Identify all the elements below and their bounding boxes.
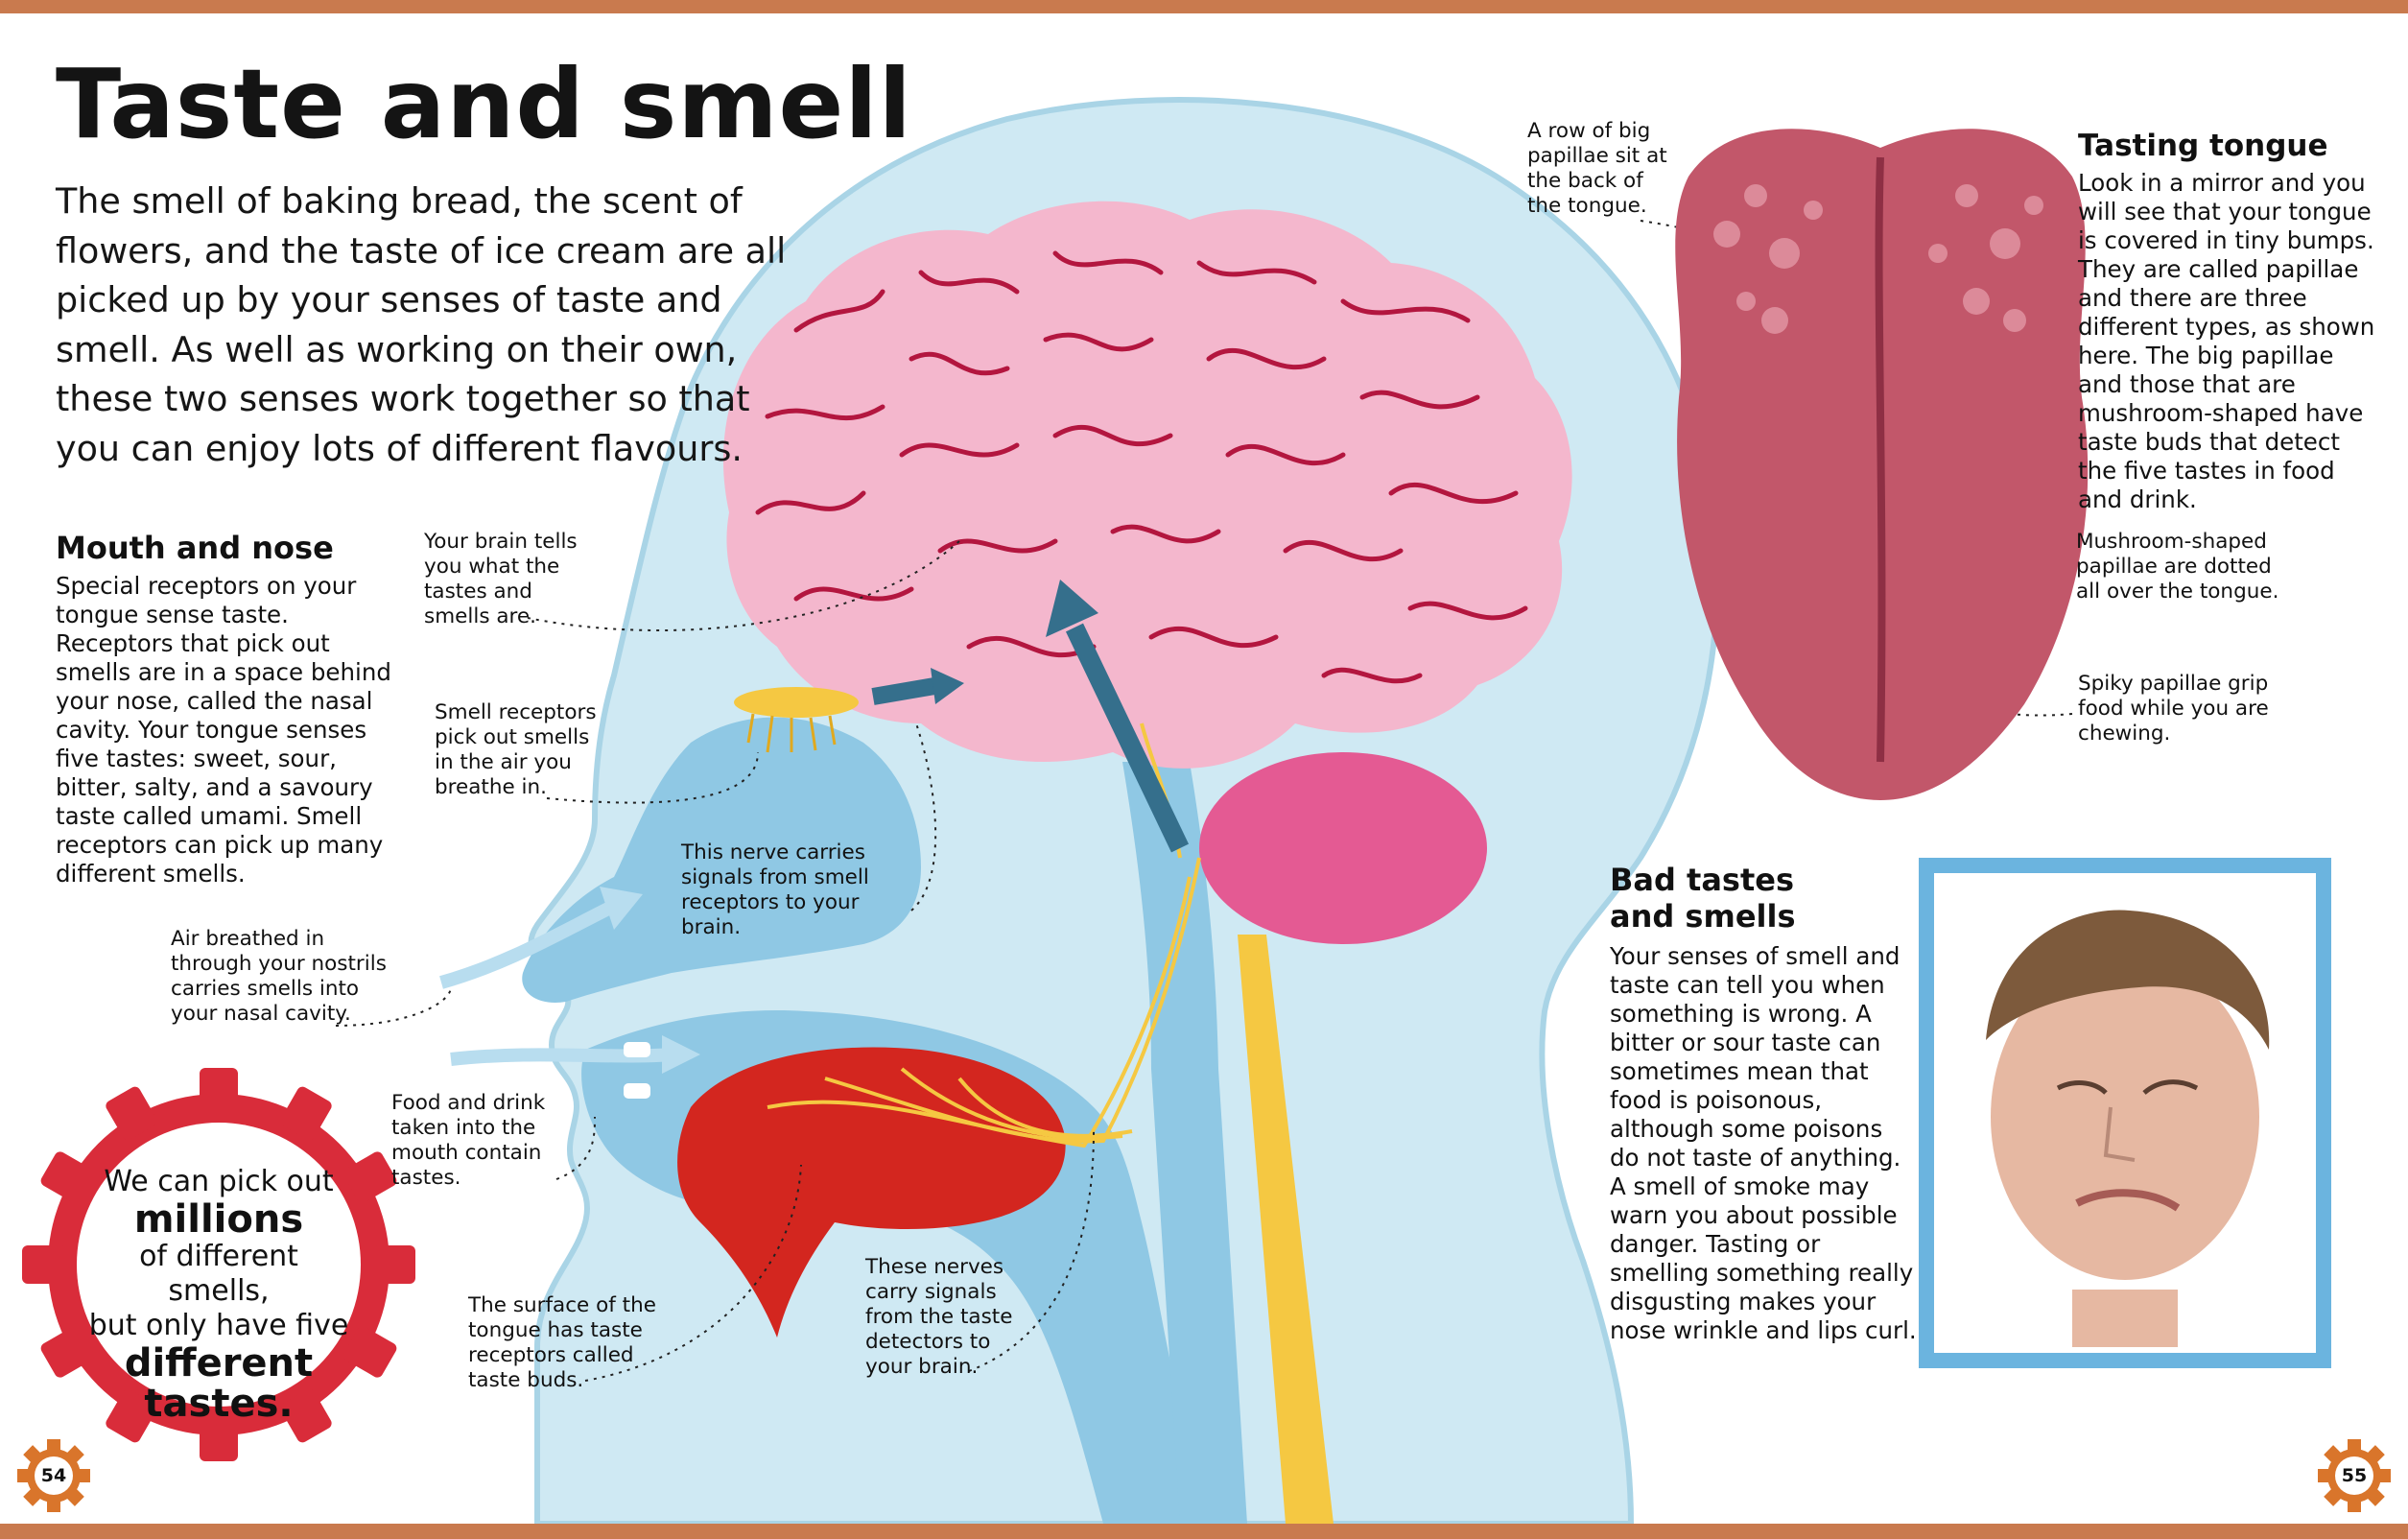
fact-badge-line4: but only have five (88, 1309, 349, 1342)
throat (1122, 762, 1247, 1524)
head-cross-section-illustration (17, 97, 2391, 1524)
callout-food: Food and drink taken into the mouth cont… (391, 1091, 546, 1190)
page-number-right: 55 (2341, 1465, 2368, 1486)
taste-nerves (767, 722, 1201, 1148)
book-spread: Taste and smell The smell of baking brea… (0, 13, 2408, 1524)
spinal-cord (1238, 935, 1334, 1524)
smell-signal-arrow (871, 676, 942, 705)
callout-brain: Your brain tells you what the tastes and… (424, 530, 578, 628)
brain-signal-arrow (1065, 623, 1190, 853)
fact-badge-line1: We can pick out (104, 1165, 334, 1198)
fact-badge-line2: millions (133, 1197, 304, 1242)
callout-air: Air breathed in through your nostrils ca… (171, 927, 387, 1026)
callout-big-papillae: A row of big papillae sit at the back of… (1527, 119, 1667, 218)
fact-badge-line3: of different smells, (139, 1240, 298, 1308)
callout-spiky-papillae: Spiky papillae grip food while you are c… (2078, 672, 2269, 746)
intro-paragraph: The smell of baking bread, the scent of … (56, 180, 787, 469)
fact-badge-line5: different (124, 1341, 314, 1385)
fact-badge: We can pick out millions of different sm… (84, 1165, 353, 1424)
tongue-illustration (677, 1047, 1066, 1338)
air-arrow-nose (439, 899, 618, 989)
page-number-left: 54 (40, 1465, 67, 1486)
mouth-nose-heading: Mouth and nose (56, 530, 334, 566)
smell-receptor-fibers (746, 713, 837, 753)
callout-taste-buds: The surface of the tongue has taste rece… (468, 1293, 656, 1392)
bad-tastes-body: Your senses of smell and taste can tell … (1610, 942, 1917, 1344)
mouth-nose-body: Special receptors on your tongue sense t… (56, 572, 391, 888)
page-title: Taste and smell (56, 48, 912, 160)
callout-smell-nerve: This nerve carries signals from smell re… (681, 841, 869, 939)
bad-tastes-heading-line1: Bad tastes (1610, 862, 1795, 898)
callout-mushroom-papillae: Mushroom-shaped papillae are dotted all … (2076, 530, 2279, 604)
fact-badge-line6: tastes. (144, 1382, 294, 1426)
cerebellum (1199, 752, 1487, 944)
smell-receptor (734, 687, 859, 718)
nasal-cavity (522, 717, 921, 1003)
tongue-photo (1675, 129, 2089, 800)
brain (722, 201, 1572, 769)
teeth-lower (624, 1083, 650, 1099)
teeth-upper (624, 1042, 650, 1057)
fact-badge-gear (22, 1068, 415, 1461)
callout-smell-receptors: Smell receptors pick out smells in the a… (435, 700, 597, 799)
page-gear-right (2318, 1439, 2391, 1512)
bad-tastes-heading-line2: and smells (1610, 898, 1796, 935)
brain-folds (755, 250, 1528, 684)
tasting-tongue-heading: Tasting tongue (2078, 129, 2328, 163)
tasting-tongue-body: Look in a mirror and you will see that y… (2078, 169, 2375, 513)
callout-taste-nerves: These nerves carry signals from the tast… (865, 1255, 1013, 1379)
face-photo (1919, 858, 2331, 1368)
